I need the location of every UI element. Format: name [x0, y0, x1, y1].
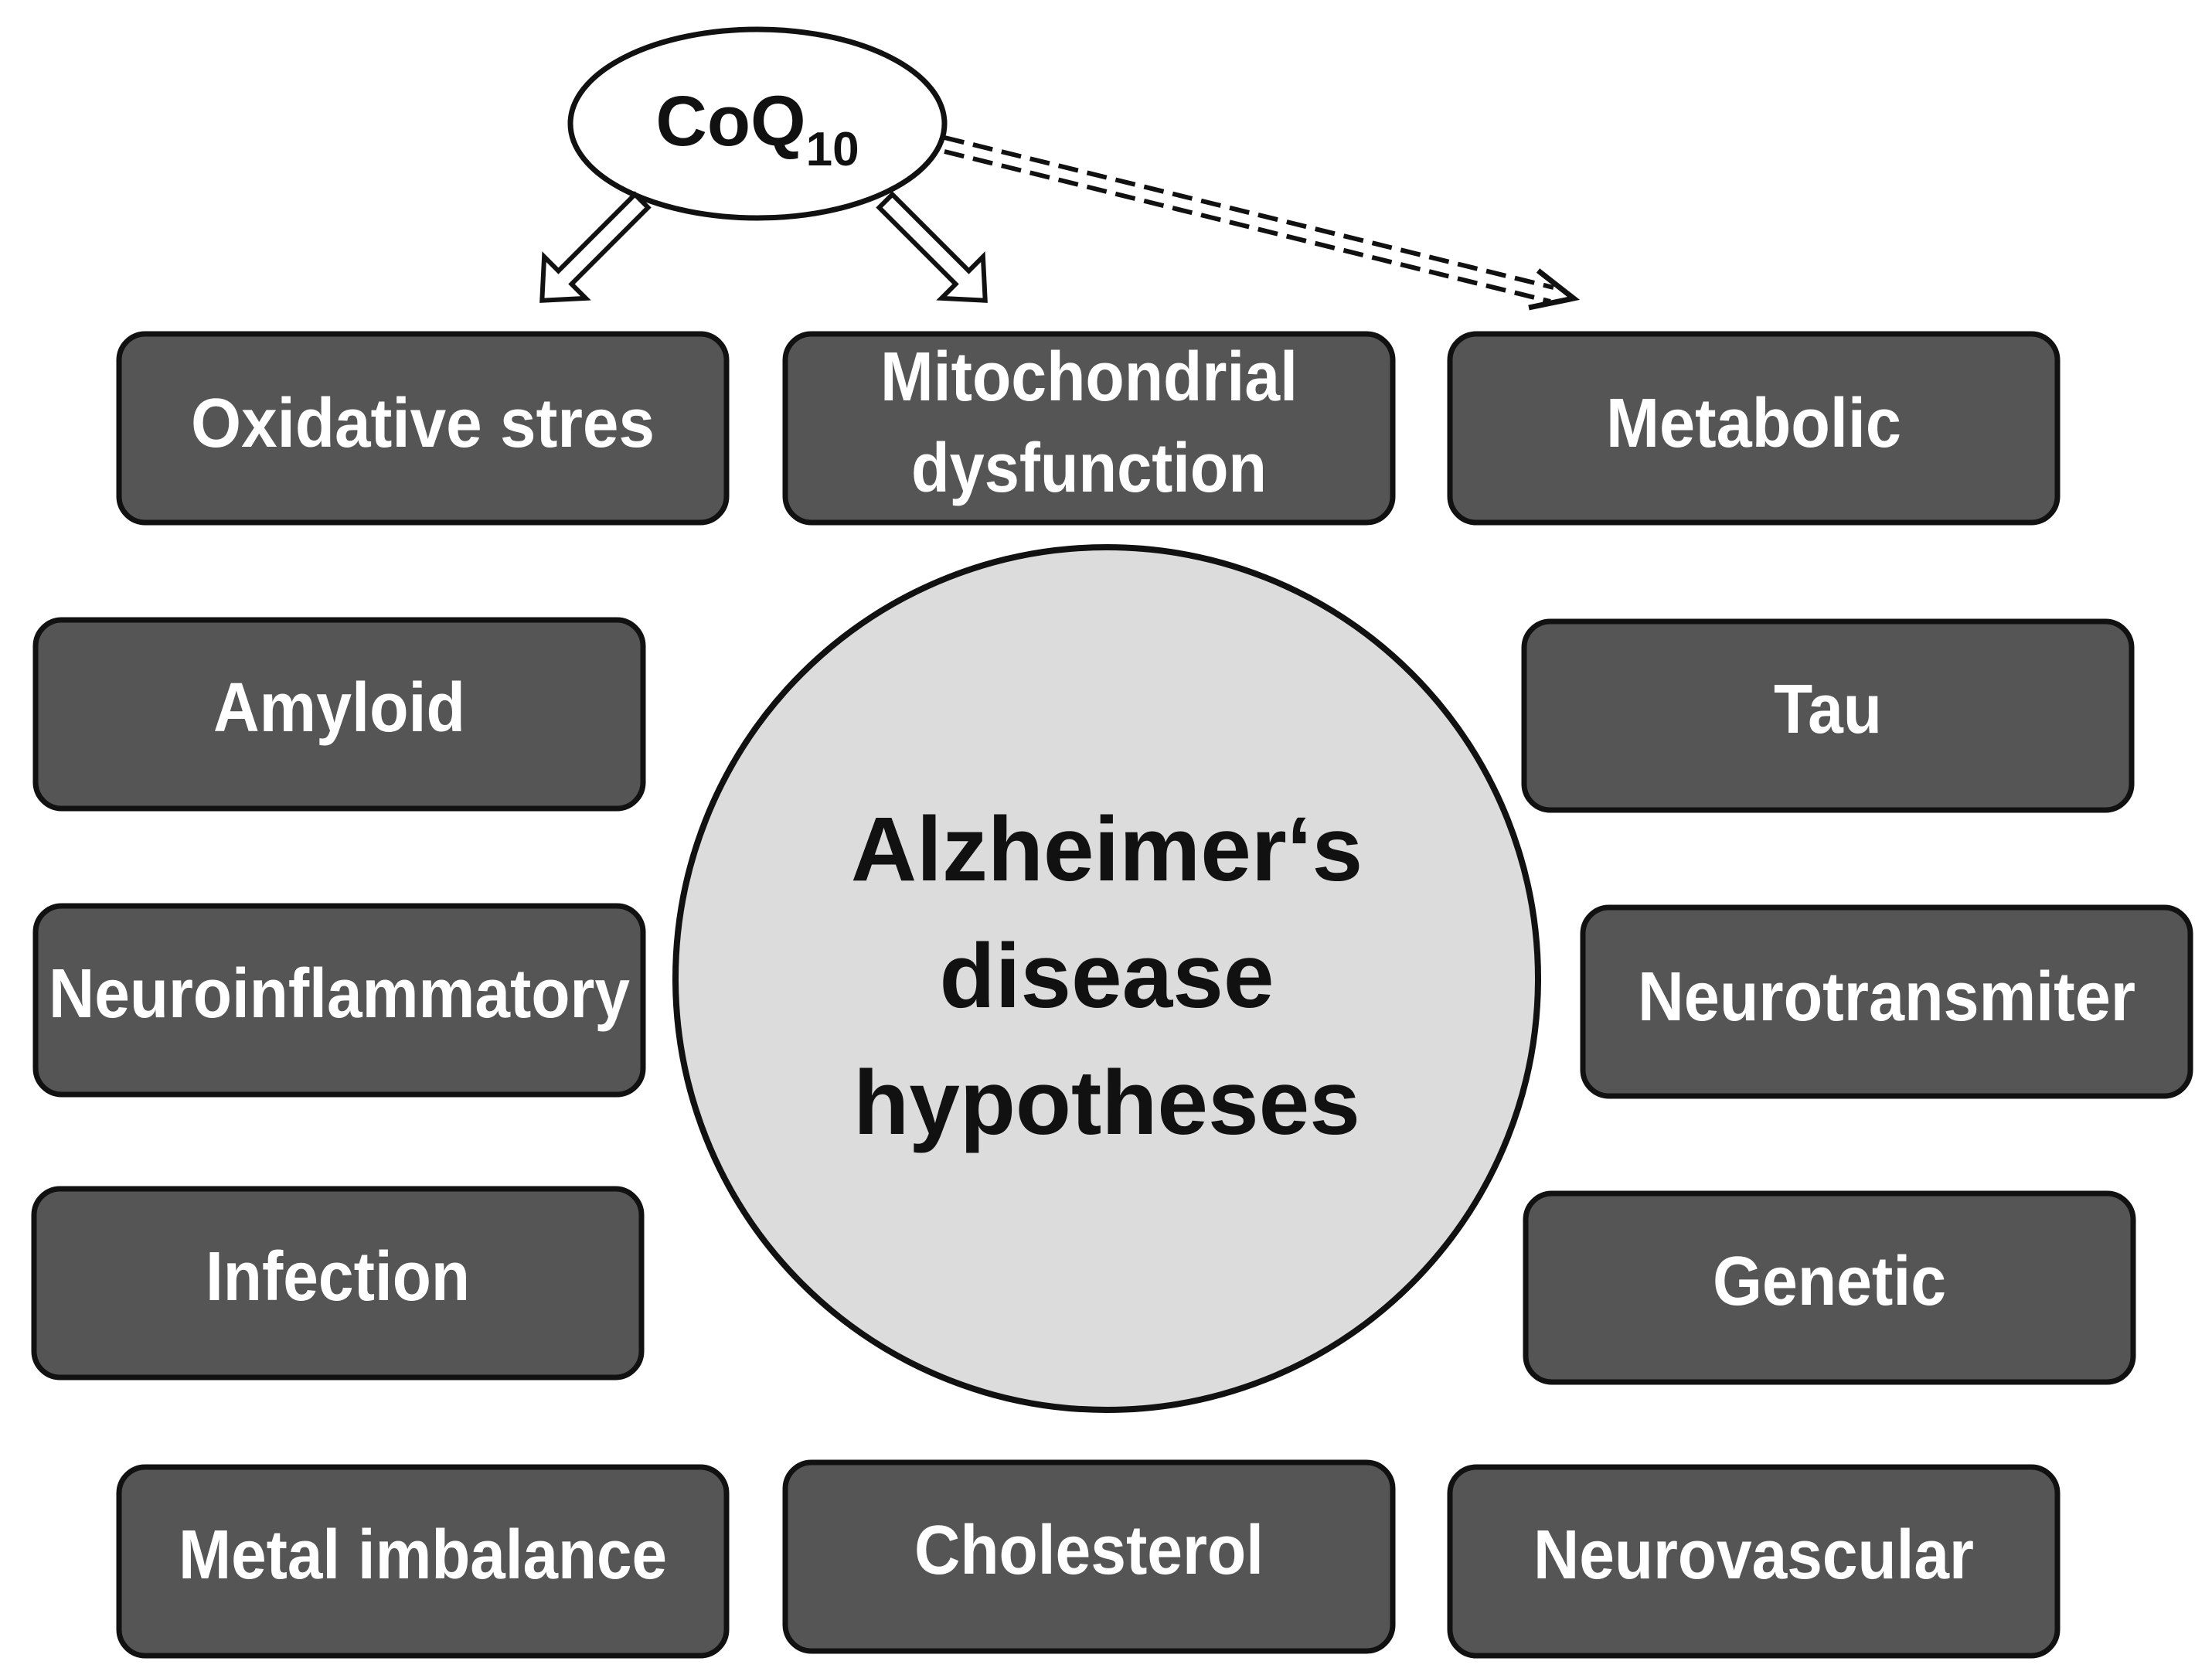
box-shape: [32, 617, 646, 812]
link-mitochondrial-dysfunction: [876, 191, 988, 303]
box-shape: [116, 331, 730, 526]
hollow-arrow-shape: [539, 191, 652, 303]
center-line-1: Alzheimer‘s: [851, 798, 1363, 900]
box-shape: [1521, 618, 2135, 813]
box-label: Neurotransmiter: [1638, 958, 2135, 1036]
box-label: Neuroinflammatory: [49, 955, 630, 1033]
link-metabolic: [944, 135, 1581, 311]
box-label: Metabolic: [1606, 385, 1901, 462]
box-label: Genetic: [1713, 1243, 1946, 1320]
box-label: Neurovascular: [1533, 1517, 1974, 1594]
box-label-line-1: Mitochondrial: [880, 339, 1298, 416]
box-label: Amyloid: [213, 669, 465, 747]
box-label: Oxidative stres: [191, 385, 655, 462]
dashed-line-upper: [944, 135, 1554, 290]
coq10-label-subscript: 10: [806, 123, 859, 176]
center-line-2: disease: [940, 925, 1274, 1027]
box-tau: Tau: [1521, 618, 2135, 813]
box-shape: [116, 1464, 730, 1659]
coq10-label: CoQ10: [655, 82, 859, 176]
box-label: Tau: [1774, 671, 1882, 748]
box-infection: Infection: [31, 1186, 645, 1381]
coq10-label-main: CoQ: [655, 82, 805, 161]
box-label-line-2: dysfunction: [911, 430, 1267, 507]
link-oxidative-stress: [539, 191, 652, 303]
center-node: Alzheimer‘s disease hypotheses: [672, 544, 1541, 1413]
box-label: Metal imbalance: [179, 1517, 667, 1594]
box-metal-imbalance: Metal imbalance: [116, 1464, 730, 1659]
center-circle: [672, 544, 1541, 1413]
box-metabolic: Metabolic: [1447, 331, 2061, 526]
box-neurotransmiter: Neurotransmiter: [1580, 904, 2193, 1099]
box-shape: [31, 1186, 645, 1381]
center-line-3: hypotheses: [853, 1052, 1360, 1154]
box-shape: [1447, 1464, 2061, 1659]
box-oxidative-stress: Oxidative stres: [116, 331, 730, 526]
box-label: Infection: [206, 1238, 470, 1316]
box-shape: [1447, 331, 2061, 526]
hypothesis-boxes: Oxidative stres Mitochondrial dysfunctio…: [31, 331, 2193, 1659]
hollow-arrow-shape: [876, 191, 988, 303]
box-shape: [782, 331, 1396, 526]
dashed-arrow-head: [1528, 268, 1581, 311]
box-neurovascular: Neurovascular: [1447, 1464, 2061, 1659]
links: [539, 135, 1581, 311]
box-shape: [32, 903, 646, 1098]
box-amyloid: Amyloid: [32, 617, 646, 812]
box-shape: [782, 1459, 1396, 1654]
box-shape: [1580, 904, 2193, 1099]
box-mitochondrial-dysfunction: Mitochondrial dysfunction: [782, 331, 1396, 526]
coq10-ellipse: [567, 26, 948, 221]
coq10-node: CoQ10: [567, 26, 948, 221]
box-shape: [1523, 1190, 2136, 1385]
box-neuroinflammatory: Neuroinflammatory: [32, 903, 646, 1098]
dashed-line-lower: [944, 149, 1551, 304]
box-genetic: Genetic: [1523, 1190, 2136, 1385]
box-label: Cholesterol: [914, 1512, 1264, 1589]
box-cholesterol: Cholesterol: [782, 1459, 1396, 1654]
